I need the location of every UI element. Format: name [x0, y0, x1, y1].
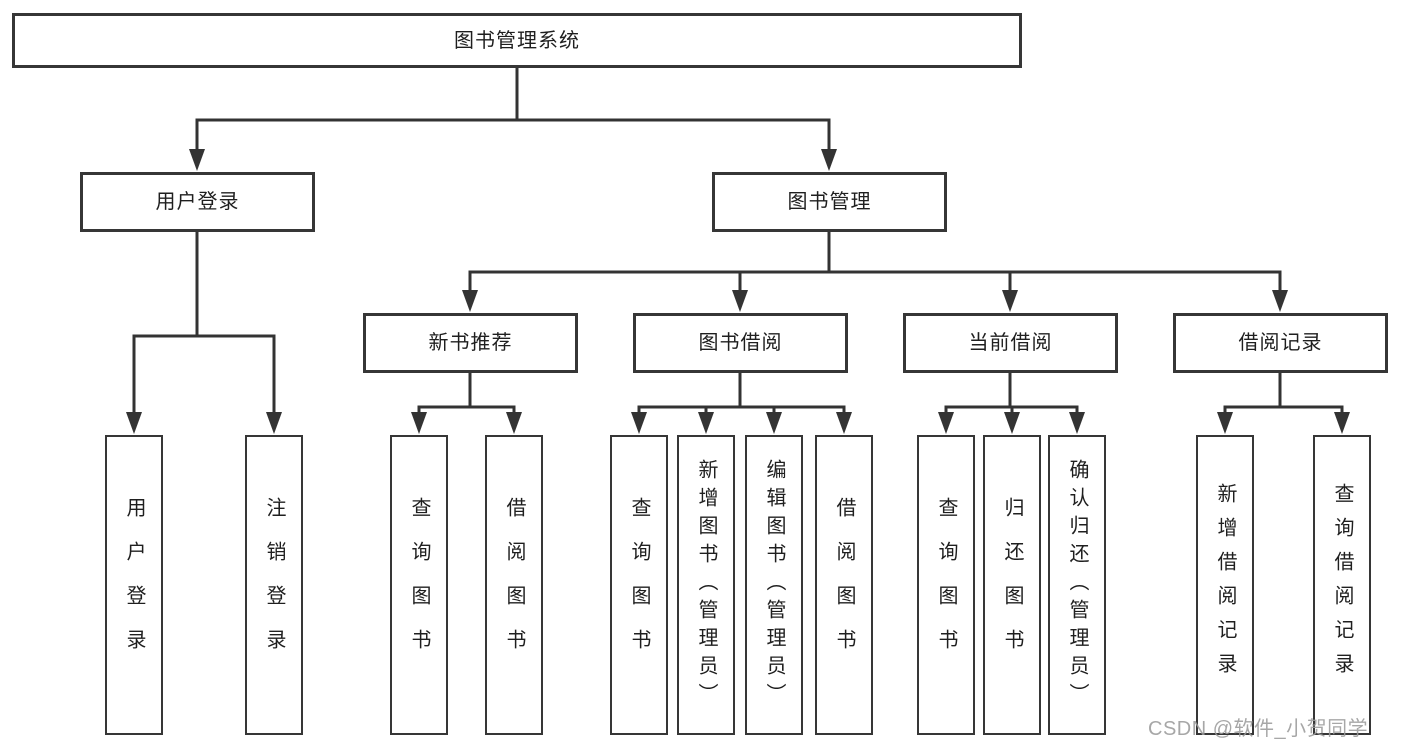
connector-line	[944, 371, 1079, 416]
node-edit-books-admin: 编辑图书（管理员）	[745, 435, 803, 735]
arrowhead-icon	[126, 412, 142, 434]
node-confirm-return-admin: 确认归还（管理员）	[1048, 435, 1106, 735]
arrowhead-icon	[836, 412, 852, 434]
node-borrow-records: 借阅记录	[1173, 313, 1388, 373]
arrowhead-icon	[1002, 290, 1018, 312]
arrowhead-icon	[266, 412, 282, 434]
node-borrow-books-1: 借阅图书	[485, 435, 543, 735]
node-query-books-2: 查询图书	[610, 435, 668, 735]
arrowhead-icon	[821, 149, 837, 171]
connector-line	[132, 230, 276, 416]
node-new-book-recommend: 新书推荐	[363, 313, 578, 373]
arrowhead-icon	[462, 290, 478, 312]
watermark: CSDN @软件_小贺同学	[1148, 718, 1369, 740]
arrowhead-icon	[1334, 412, 1350, 434]
arrowhead-icon	[1272, 290, 1288, 312]
arrowhead-icon	[1004, 412, 1020, 434]
node-user-login: 用户登录	[80, 172, 315, 232]
connector-current-borrowing-children	[938, 371, 1085, 434]
arrowhead-icon	[631, 412, 647, 434]
arrowhead-icon	[766, 412, 782, 434]
arrowhead-icon	[189, 149, 205, 171]
arrowhead-icon	[698, 412, 714, 434]
node-borrow-books-2: 借阅图书	[815, 435, 873, 735]
connector-borrow-records-children	[1217, 371, 1350, 434]
connector-root-to-level2	[189, 66, 837, 171]
connector-user-login-children	[126, 230, 282, 434]
node-user-login-leaf: 用户登录	[105, 435, 163, 735]
connector-new-book-children	[411, 371, 522, 434]
node-query-books-3: 查询图书	[917, 435, 975, 735]
connector-line	[637, 371, 846, 416]
arrowhead-icon	[732, 290, 748, 312]
node-add-borrow-record: 新增借阅记录	[1196, 435, 1254, 735]
connector-line	[195, 66, 831, 153]
node-return-books: 归还图书	[983, 435, 1041, 735]
connector-line	[468, 230, 1282, 294]
node-book-borrowing: 图书借阅	[633, 313, 848, 373]
arrowhead-icon	[506, 412, 522, 434]
node-query-borrow-record: 查询借阅记录	[1313, 435, 1371, 735]
connector-line	[1223, 371, 1344, 416]
node-query-books-1: 查询图书	[390, 435, 448, 735]
connector-line	[417, 371, 516, 416]
node-add-books-admin: 新增图书（管理员）	[677, 435, 735, 735]
connector-book-management-children	[462, 230, 1288, 312]
connector-book-borrowing-children	[631, 371, 852, 434]
node-root: 图书管理系统	[12, 13, 1022, 68]
arrowhead-icon	[1217, 412, 1233, 434]
node-current-borrowing: 当前借阅	[903, 313, 1118, 373]
arrowhead-icon	[1069, 412, 1085, 434]
arrowhead-icon	[938, 412, 954, 434]
node-logout-leaf: 注销登录	[245, 435, 303, 735]
arrowhead-icon	[411, 412, 427, 434]
node-book-management: 图书管理	[712, 172, 947, 232]
